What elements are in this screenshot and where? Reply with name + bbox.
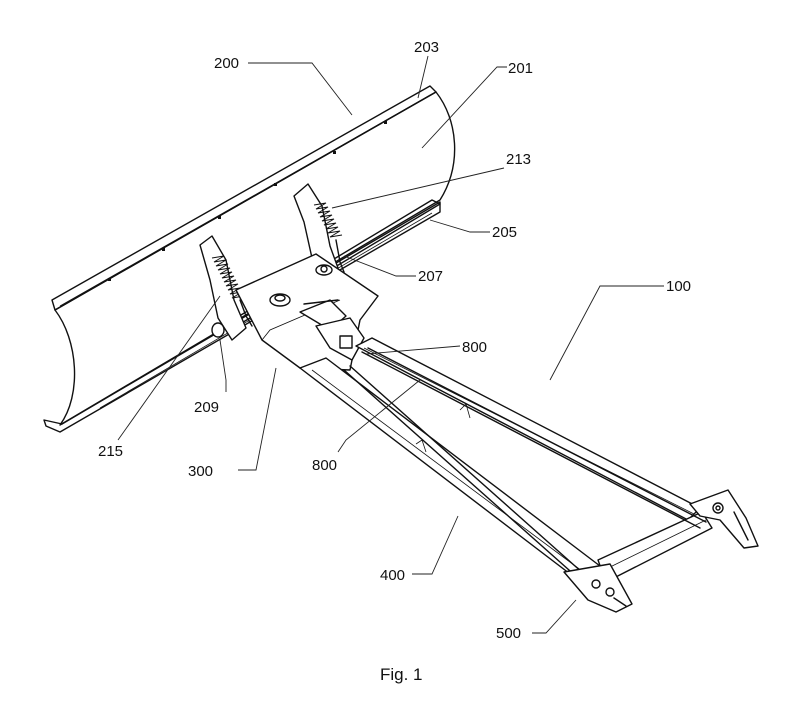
mount-plate-right	[689, 489, 759, 549]
label-400: 400	[380, 567, 405, 584]
leader-lines	[117, 55, 664, 634]
spring-left	[211, 255, 253, 327]
label-203: 203	[414, 39, 439, 56]
label-201: 201	[508, 60, 533, 77]
spring-right	[313, 202, 345, 273]
label-300: 300	[188, 463, 213, 480]
label-200: 200	[214, 55, 239, 72]
label-209: 209	[194, 399, 219, 416]
label-800-lower: 800	[312, 457, 337, 474]
label-215: 215	[98, 443, 123, 460]
figure-caption: Fig. 1	[380, 665, 423, 684]
label-800-upper: 800	[462, 339, 487, 356]
pivot-plate	[211, 253, 379, 371]
label-213: 213	[506, 151, 531, 168]
label-205: 205	[492, 224, 517, 241]
label-100: 100	[666, 278, 691, 295]
label-207: 207	[418, 268, 443, 285]
reference-labels: 200 203 201 213 205 207 100 800 209 215 …	[98, 39, 691, 642]
a-frame	[299, 337, 713, 583]
label-500: 500	[496, 625, 521, 642]
spring-bracket-left	[199, 235, 247, 341]
plow-blade	[43, 85, 456, 433]
spring-bracket-right	[293, 183, 339, 279]
blade-bolt-holes	[108, 121, 387, 281]
mount-plate-left	[563, 563, 633, 613]
